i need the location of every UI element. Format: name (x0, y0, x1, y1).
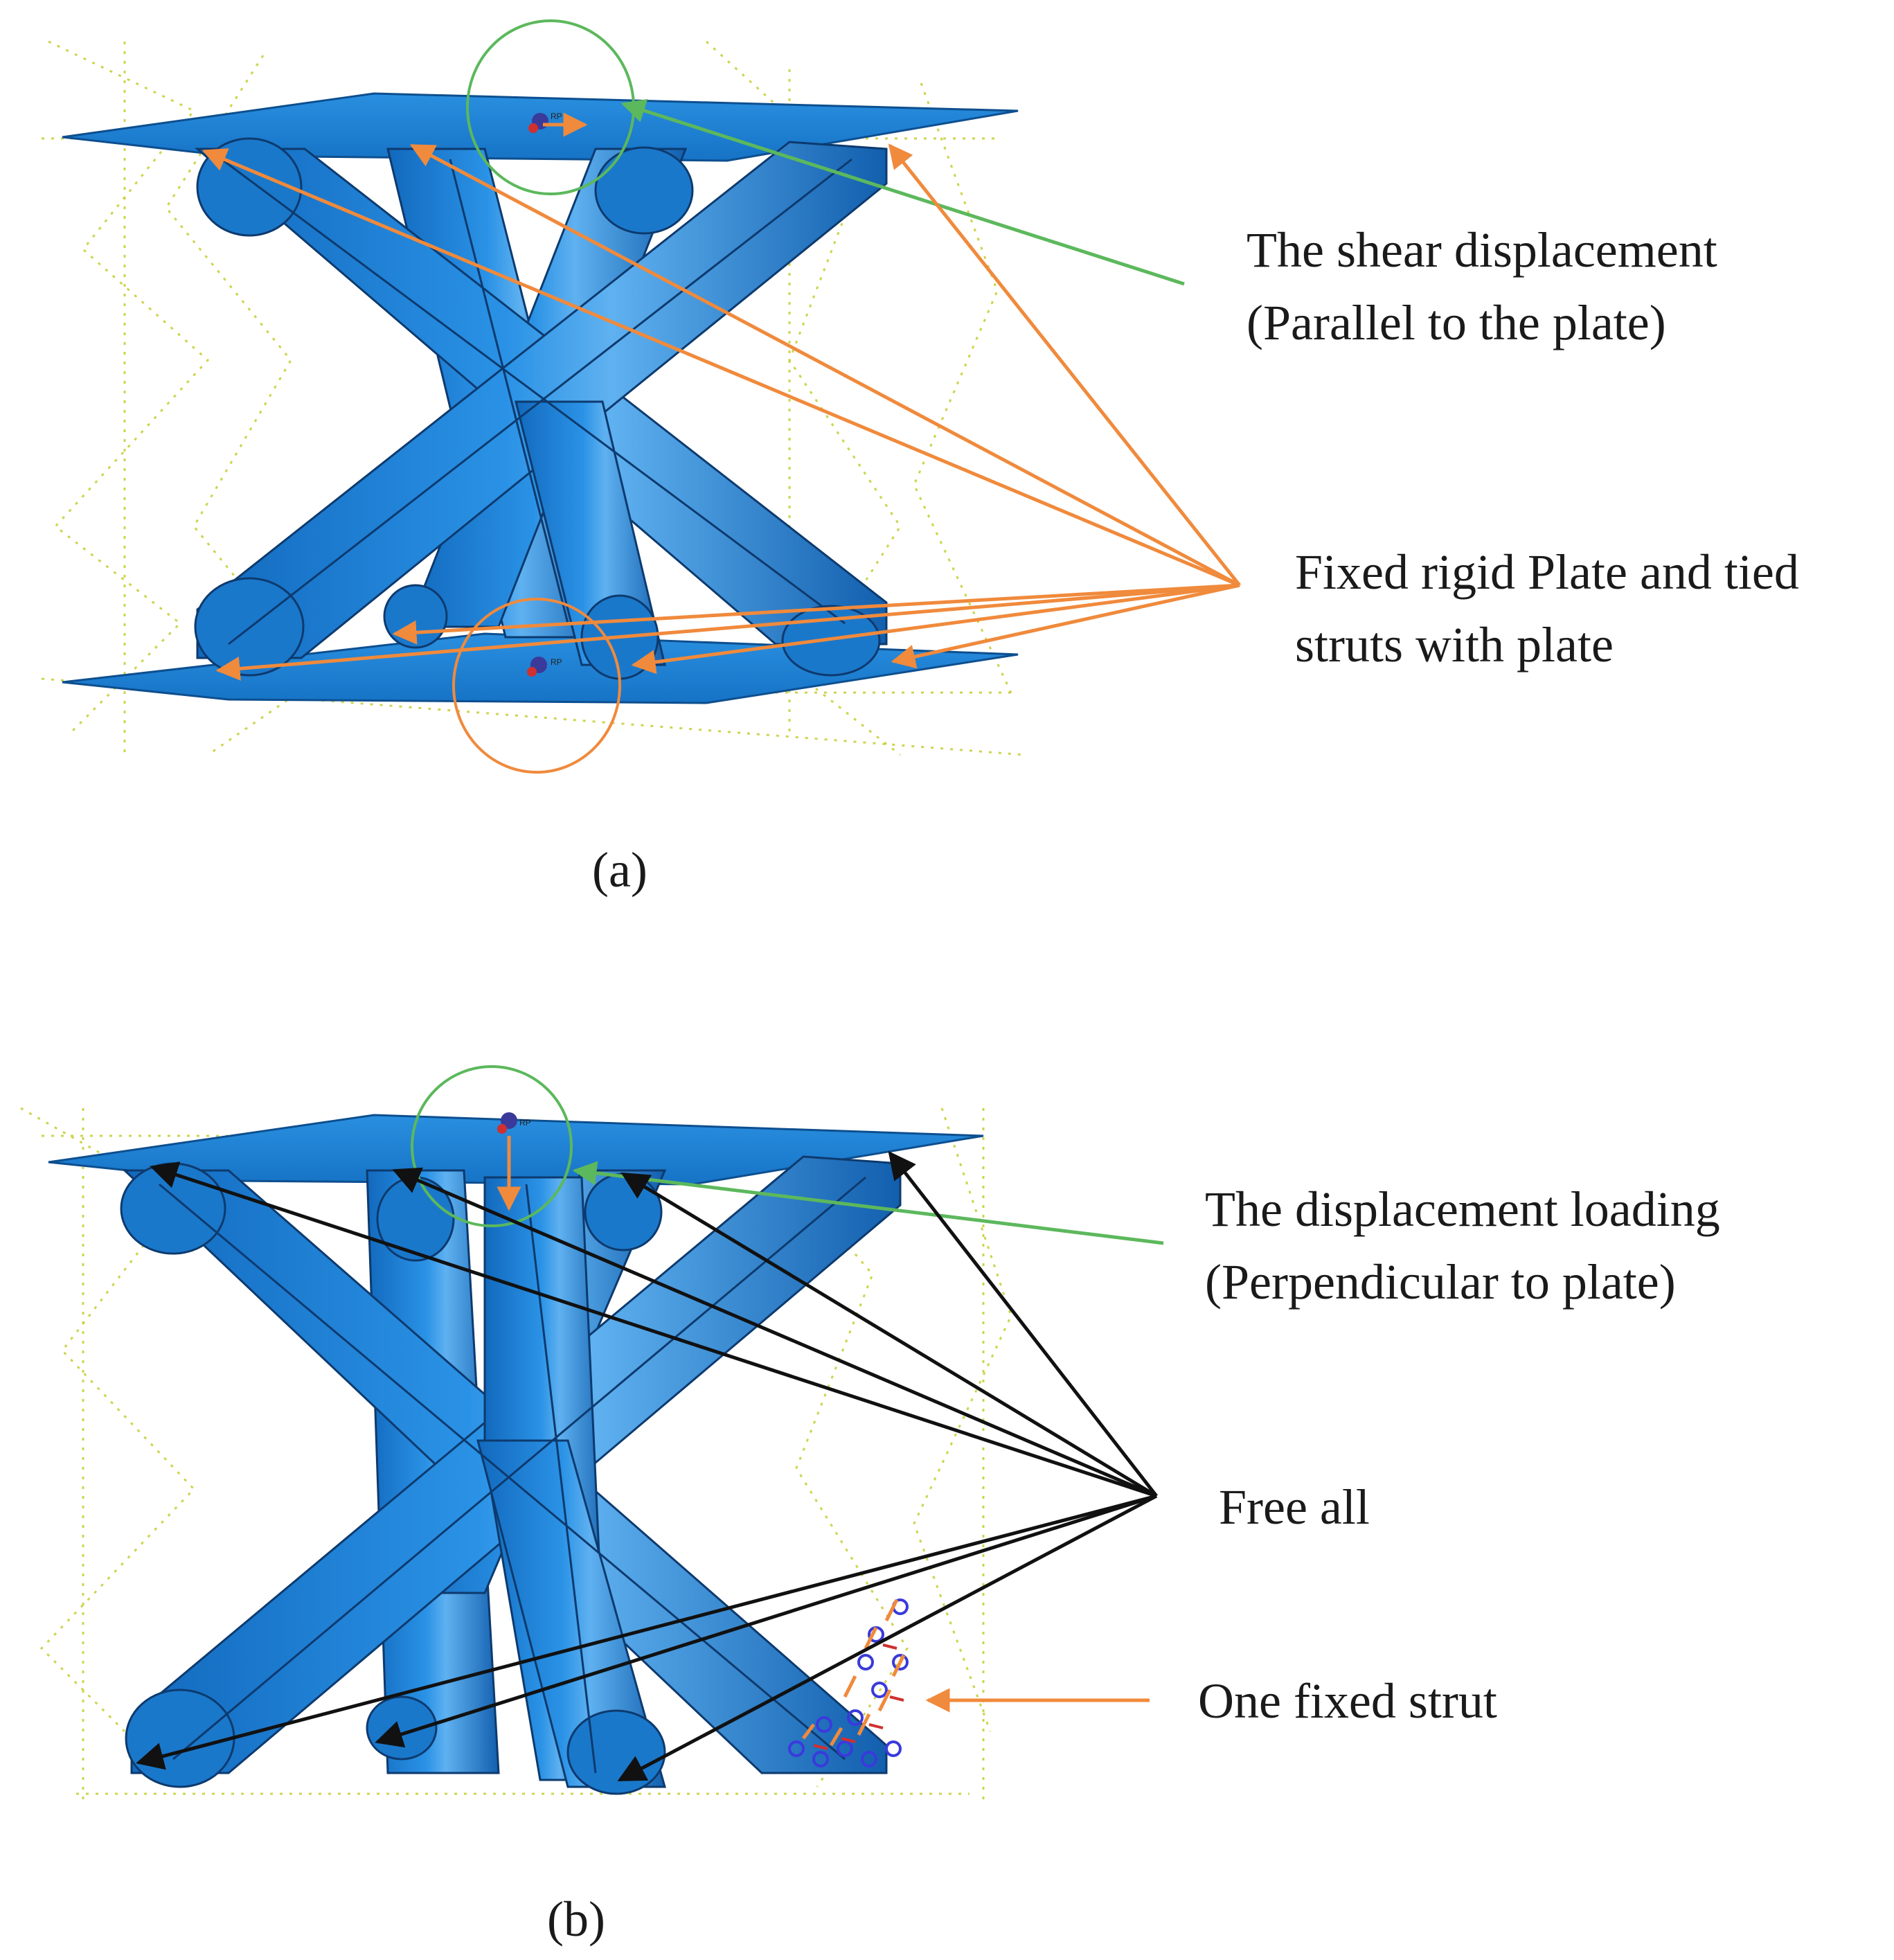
green-highlight-circle-b (411, 1065, 573, 1227)
strut-cap-b-6 (566, 1709, 666, 1795)
label-fixed-plate-1: Fixed rigid Plate and tied (1295, 544, 1799, 600)
black-arrows-b (136, 1150, 1158, 1782)
reference-point-top-a: RP (528, 112, 588, 137)
label-displacement-loading-1: The displacement loading (1205, 1182, 1720, 1237)
reference-point-bottom-a: RP (527, 657, 562, 677)
caption-b: (b) (547, 1891, 605, 1947)
label-free-all: Free all (1219, 1479, 1370, 1535)
orange-highlight-circle-a (452, 598, 621, 774)
green-arrow-b (572, 1161, 1164, 1245)
panel-a: RP RP The shear displacement (Parallel t… (41, 19, 1799, 898)
label-displacement-loading-2: (Perpendicular to plate) (1205, 1254, 1676, 1310)
rp-label-top-b: RP (519, 1118, 531, 1128)
fixed-strut-bc-symbols (788, 1598, 909, 1767)
strut-cap-b-3 (584, 1173, 663, 1251)
caption-a: (a) (592, 842, 647, 898)
label-shear-displacement-1: The shear displacement (1247, 222, 1717, 278)
green-arrow-a (620, 98, 1185, 286)
strut-group-b (120, 1155, 902, 1795)
rp-label-top-a: RP (551, 112, 562, 121)
strut-cap-a-5 (383, 584, 448, 649)
strut-group-a (194, 137, 888, 680)
label-one-fixed-strut: One fixed strut (1198, 1673, 1497, 1729)
strut-cap-b-4 (125, 1689, 235, 1788)
orange-arrows-a (202, 143, 1241, 681)
reference-point-top-b: RP (497, 1112, 531, 1211)
label-shear-displacement-2: (Parallel to the plate) (1247, 295, 1666, 350)
strut-cap-a-2 (594, 146, 694, 235)
strut-cap-b-1 (120, 1162, 226, 1255)
label-fixed-plate-2: struts with plate (1295, 617, 1614, 672)
strut-b-center-front (476, 1439, 666, 1788)
panel-b: RP The displacement loading (Perpendicul… (20, 1065, 1720, 1947)
rp-label-bottom-a: RP (551, 657, 562, 667)
